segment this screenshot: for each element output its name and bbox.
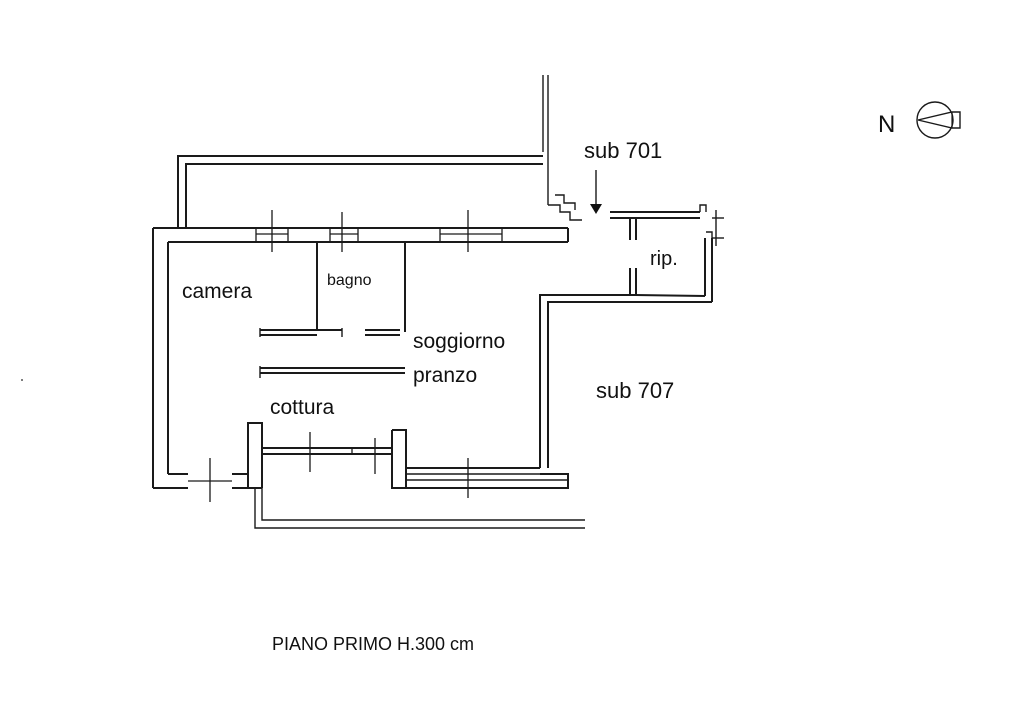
room-label-pranzo: pranzo xyxy=(413,364,477,387)
floor-caption: PIANO PRIMO H.300 cm xyxy=(272,634,474,654)
north-compass-icon xyxy=(916,101,961,139)
neighbor-label-sub-707: sub 707 xyxy=(596,378,674,403)
walls xyxy=(152,75,724,529)
windows xyxy=(188,210,503,502)
room-label-ripostiglio: rip. xyxy=(650,248,678,270)
scan-speck xyxy=(21,379,23,381)
partitions xyxy=(259,242,406,378)
compass-letter: N xyxy=(878,111,895,138)
room-label-cottura: cottura xyxy=(270,396,335,419)
entrance-arrow-icon xyxy=(590,170,602,214)
neighbor-label-sub-701: sub 701 xyxy=(584,138,662,163)
room-label-camera: camera xyxy=(182,280,252,303)
room-label-bagno: bagno xyxy=(327,272,372,289)
room-label-soggiorno: soggiorno xyxy=(413,330,505,353)
